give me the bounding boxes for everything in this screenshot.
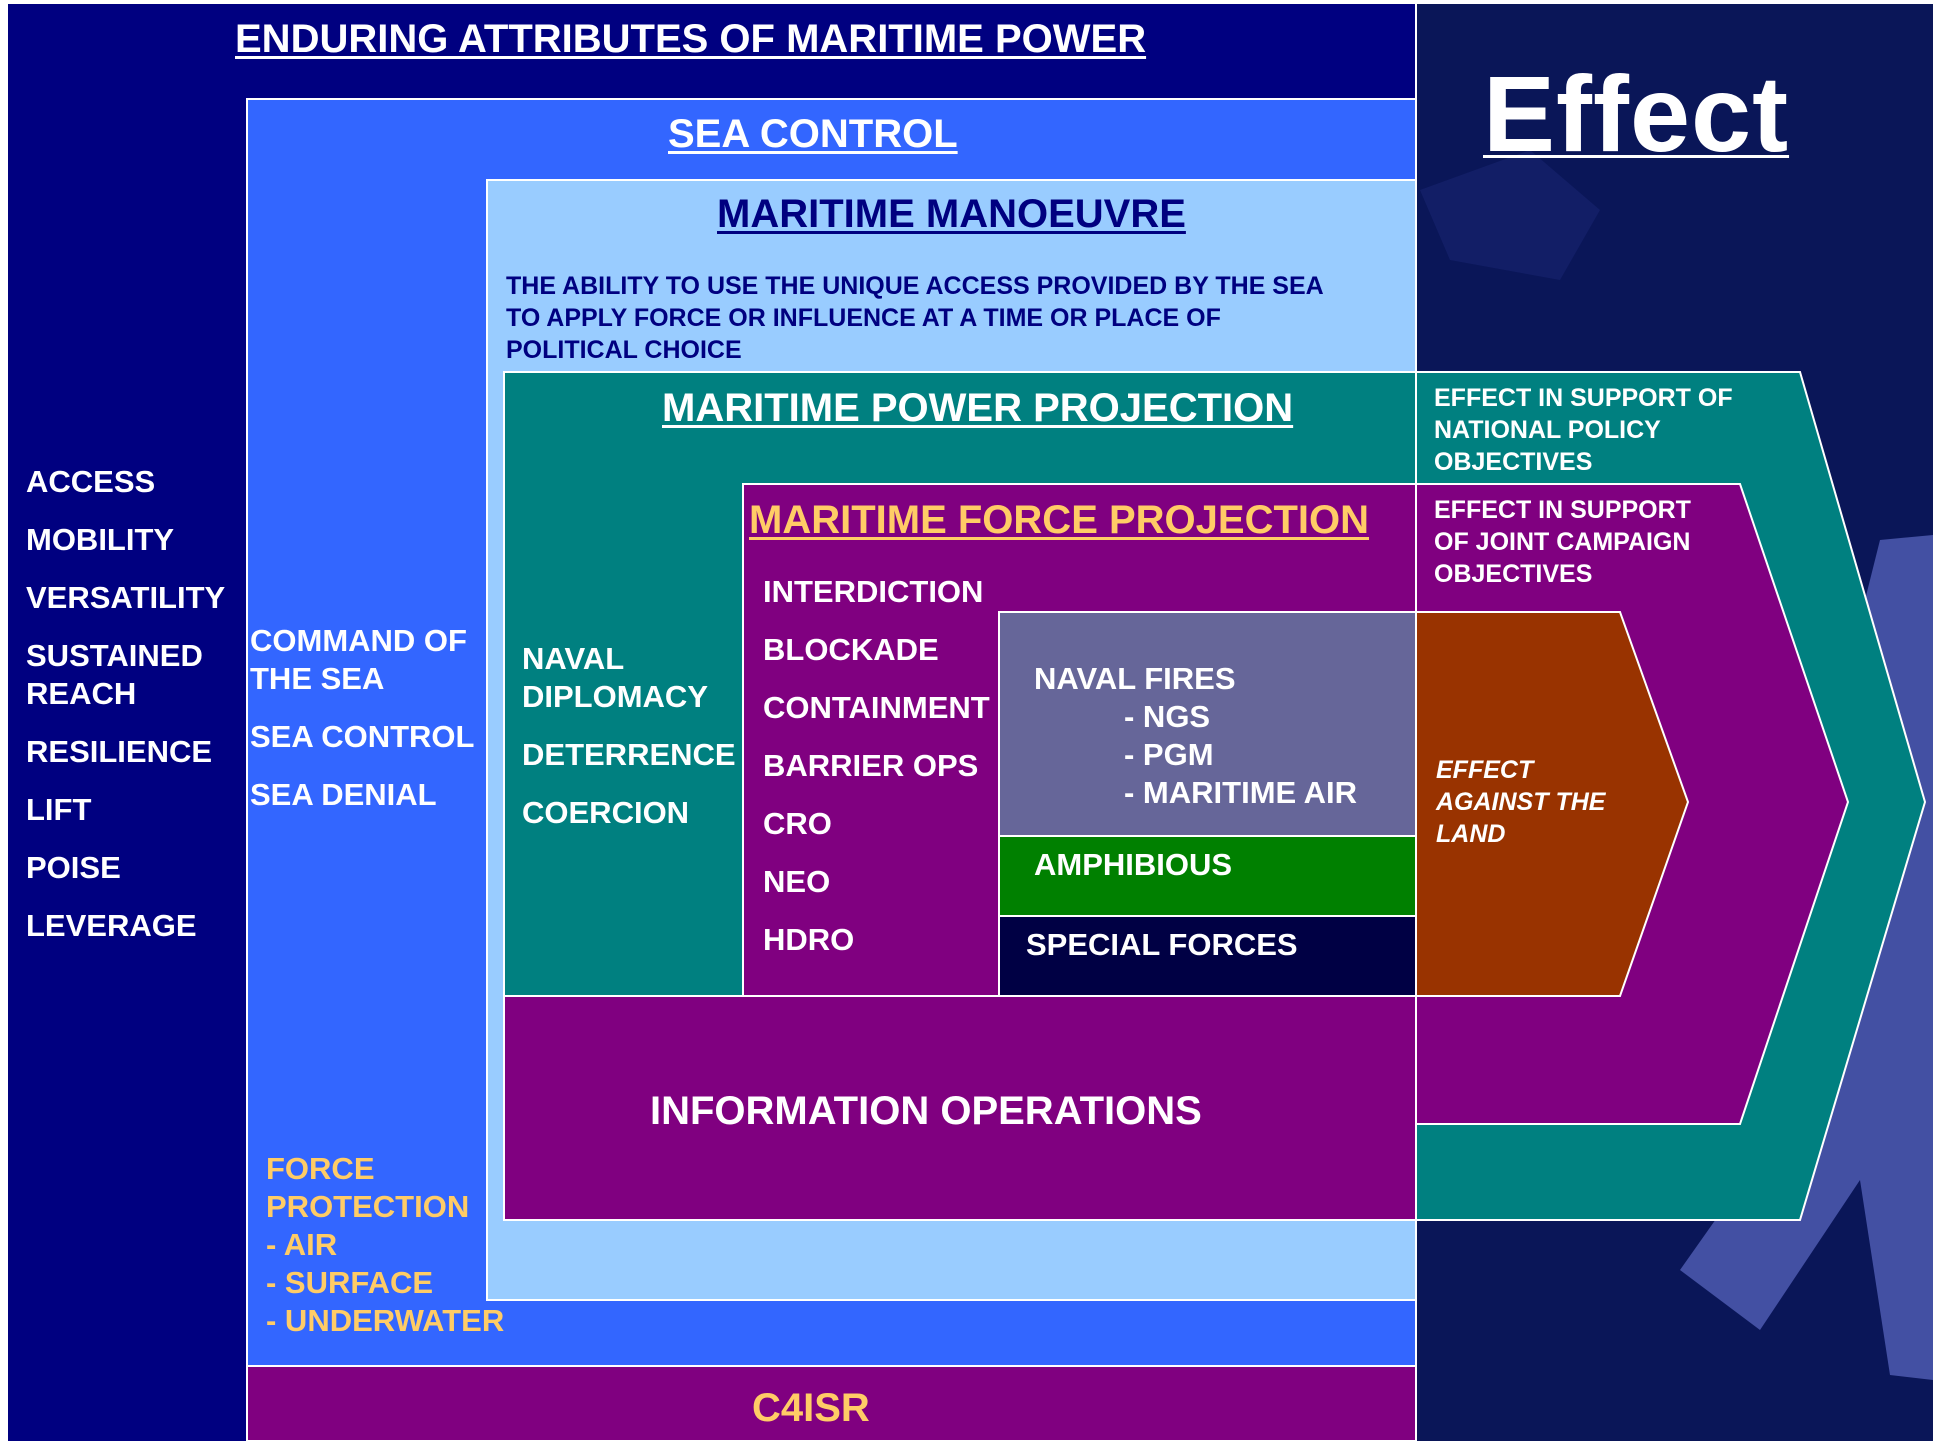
force-protection-item: - AIR [266, 1227, 338, 1262]
power-projection-items: NAVAL DIPLOMACY DETERRENCE COERCION [522, 640, 736, 832]
naval-fires-item: - NGS [1124, 699, 1211, 734]
maritime-manoeuvre-title: MARITIME MANOEUVRE [717, 192, 1186, 236]
attribute-item: MOBILITY [26, 522, 175, 557]
force-projection-item: BARRIER OPS [763, 748, 979, 783]
power-projection-title: MARITIME POWER PROJECTION [662, 386, 1294, 430]
force-projection-item: HDRO [763, 922, 855, 957]
force-protection-item: - UNDERWATER [266, 1303, 505, 1338]
page-title: ENDURING ATTRIBUTES OF MARITIME POWER [235, 17, 1147, 61]
effect-line: EFFECT IN SUPPORT [1434, 496, 1691, 524]
effect-line: NATIONAL POLICY [1434, 416, 1661, 444]
national-policy-effect: EFFECT IN SUPPORT OF NATIONAL POLICY OBJ… [1434, 382, 1733, 478]
sea-control-item: SEA CONTROL [250, 719, 475, 754]
information-operations-box [503, 995, 1417, 1221]
force-projection-item: CONTAINMENT [763, 690, 990, 725]
power-projection-item: COERCION [522, 795, 690, 830]
effect-line: OBJECTIVES [1434, 560, 1593, 588]
attribute-item: SUSTAINED [26, 638, 203, 673]
power-projection-item: DIPLOMACY [522, 679, 708, 714]
force-projection-item: BLOCKADE [763, 632, 939, 667]
naval-fires-list: NAVAL FIRES - NGS - PGM - MARITIME AIR [1034, 660, 1357, 812]
effect-title: Effect [1483, 53, 1790, 174]
special-forces-box [998, 915, 1417, 997]
land-effect-line: AGAINST THE [1436, 788, 1606, 816]
amphibious-label: AMPHIBIOUS [1034, 847, 1233, 882]
force-projection-item: NEO [763, 864, 831, 899]
force-projection-title: MARITIME FORCE PROJECTION [749, 498, 1370, 542]
effect-line: OF JOINT CAMPAIGN [1434, 528, 1691, 556]
joint-campaign-effect: EFFECT IN SUPPORT OF JOINT CAMPAIGN OBJE… [1434, 494, 1691, 590]
attribute-item: ACCESS [26, 464, 156, 499]
description-line: POLITICAL CHOICE [506, 336, 742, 364]
power-projection-item: NAVAL [522, 641, 625, 676]
land-effect-text: EFFECT AGAINST THE LAND [1436, 754, 1605, 850]
sea-control-title: SEA CONTROL [668, 112, 958, 156]
naval-fires-box [998, 611, 1417, 837]
force-protection-item: - SURFACE [266, 1265, 434, 1300]
land-effect-line: LAND [1436, 820, 1506, 848]
sea-control-item: THE SEA [250, 661, 385, 696]
c4isr-label: C4ISR [752, 1386, 870, 1430]
attribute-item: LIFT [26, 792, 92, 827]
attribute-item: REACH [26, 676, 137, 711]
maritime-manoeuvre-description: THE ABILITY TO USE THE UNIQUE ACCESS PRO… [506, 270, 1324, 366]
c4isr-box [246, 1365, 1417, 1442]
attribute-item: LEVERAGE [26, 908, 197, 943]
force-projection-item: INTERDICTION [763, 574, 984, 609]
description-line: THE ABILITY TO USE THE UNIQUE ACCESS PRO… [506, 272, 1324, 300]
sea-control-item: COMMAND OF [250, 623, 467, 658]
decorative-gear-shape-top [1420, 150, 1600, 280]
land-effect-line: EFFECT [1436, 756, 1534, 784]
attribute-item: VERSATILITY [26, 580, 226, 615]
sea-control-items: COMMAND OF THE SEA SEA CONTROL SEA DENIA… [250, 622, 474, 814]
naval-fires-item: - PGM [1124, 737, 1214, 772]
force-protection-item: PROTECTION [266, 1189, 470, 1224]
description-line: TO APPLY FORCE OR INFLUENCE AT A TIME OR… [506, 304, 1221, 332]
information-operations-label: INFORMATION OPERATIONS [650, 1089, 1202, 1133]
naval-fires-item: - MARITIME AIR [1124, 775, 1358, 810]
force-projection-items: INTERDICTION BLOCKADE CONTAINMENT BARRIE… [763, 573, 990, 959]
effect-line: EFFECT IN SUPPORT OF [1434, 384, 1733, 412]
effect-line: OBJECTIVES [1434, 448, 1593, 476]
special-forces-label: SPECIAL FORCES [1026, 927, 1298, 962]
naval-fires-title: NAVAL FIRES [1034, 661, 1236, 696]
attribute-item: POISE [26, 850, 121, 885]
force-protection-list: FORCE PROTECTION - AIR - SURFACE - UNDER… [266, 1150, 504, 1340]
force-projection-item: CRO [763, 806, 832, 841]
force-protection-item: FORCE [266, 1151, 375, 1186]
attributes-list: ACCESS MOBILITY VERSATILITY SUSTAINED RE… [26, 463, 225, 945]
power-projection-item: DETERRENCE [522, 737, 736, 772]
attribute-item: RESILIENCE [26, 734, 213, 769]
amphibious-box [998, 835, 1417, 917]
sea-control-item: SEA DENIAL [250, 777, 437, 812]
